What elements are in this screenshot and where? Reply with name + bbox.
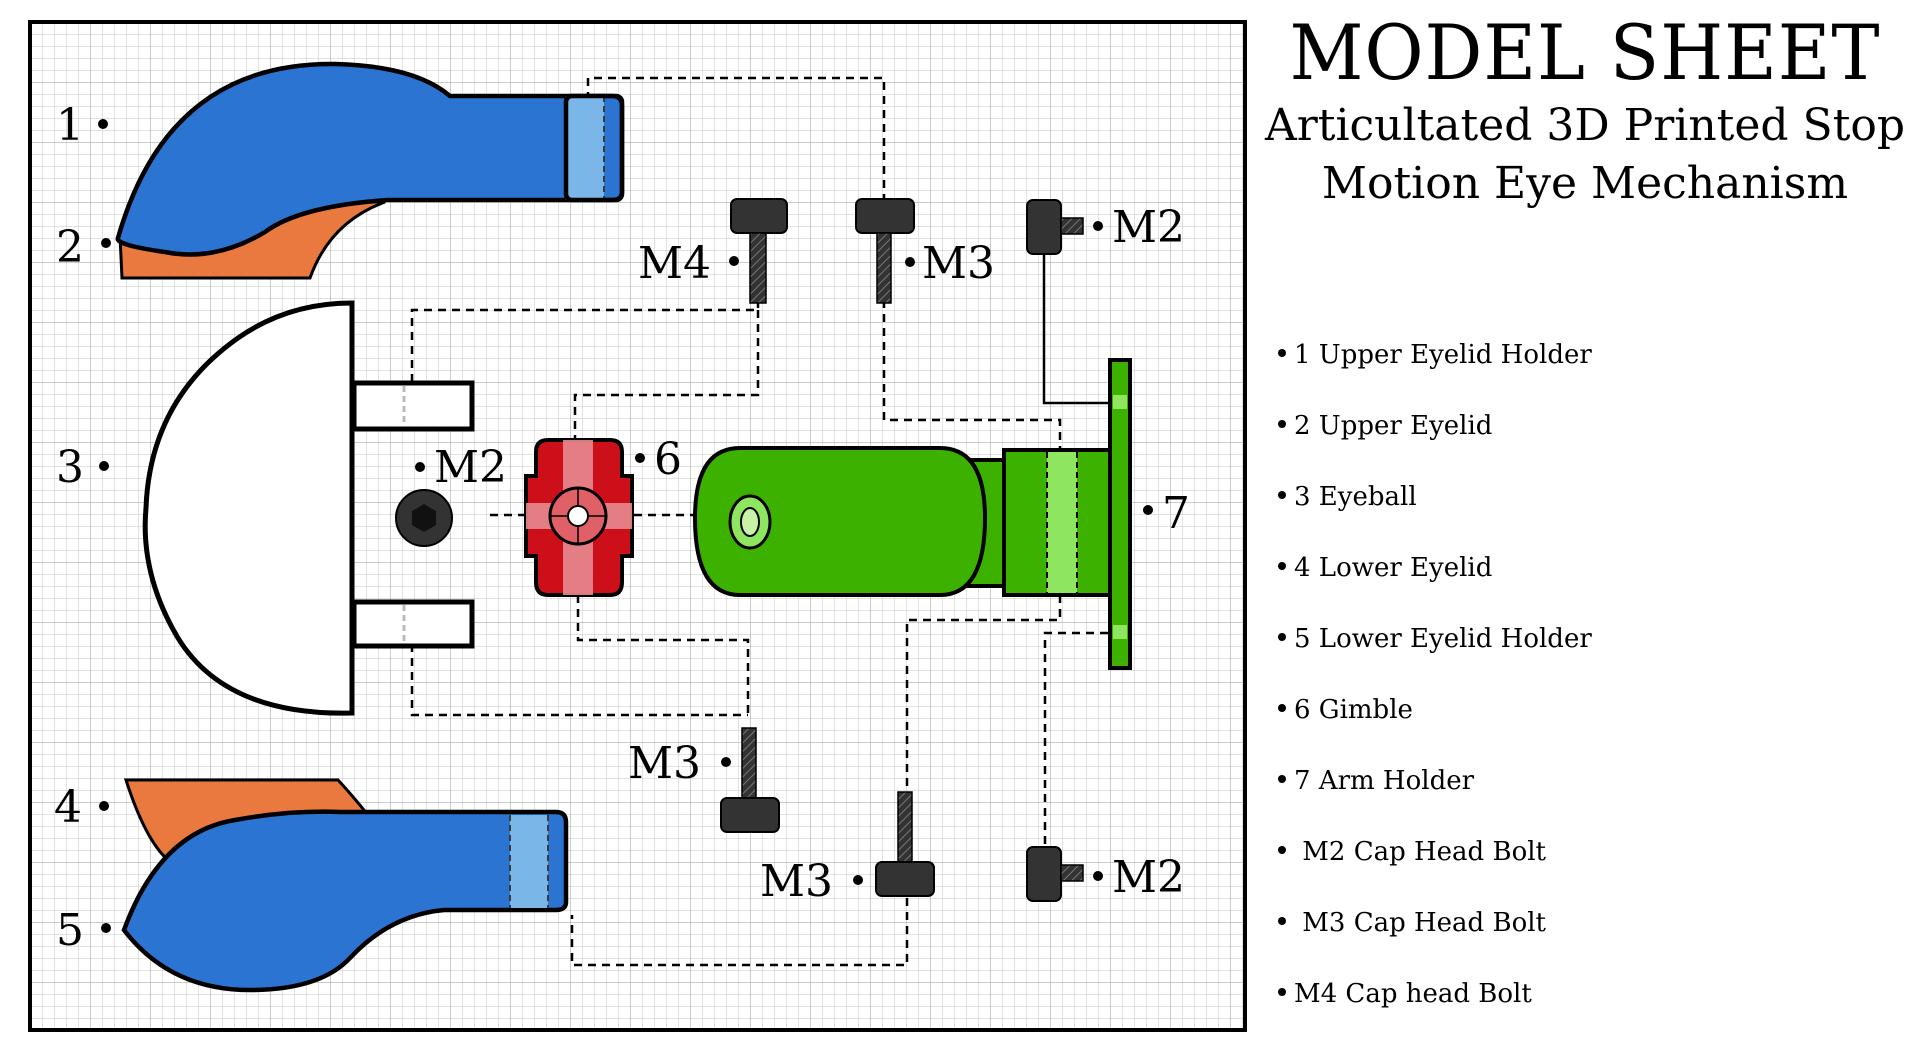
bullet-icon [1278, 988, 1286, 996]
assembly-line-m3-arm [882, 300, 1062, 455]
lower-eyelid-holder [121, 809, 569, 993]
assembly-line-m3-top [586, 76, 886, 200]
bolt-m3-top [855, 198, 915, 304]
lower-holder-insert [510, 815, 548, 908]
gimble [524, 438, 634, 597]
assembly-line-m2-bottom [1043, 631, 1108, 850]
eyeball-pin-top [351, 380, 475, 432]
label-bolt-m2-eyeball: M2 [434, 442, 507, 493]
legend-label: 5 Lower Eyelid Holder [1294, 624, 1592, 654]
eyeball [142, 300, 355, 716]
bolt-m3-bottom-left [720, 727, 780, 833]
label-bolt-m3-bottom-mid: M3 [760, 856, 833, 907]
arm-holder [692, 358, 1132, 670]
legend-item-2: 2 Upper Eyelid [1278, 411, 1492, 441]
legend-label: 4 Lower Eyelid [1294, 553, 1493, 583]
legend-label: 1 Upper Eyelid Holder [1294, 340, 1592, 370]
assembly-line-m2-top [1042, 250, 1110, 405]
legend-item-1: 1 Upper Eyelid Holder [1278, 340, 1592, 370]
assembly-line-eyeball-top [573, 310, 760, 440]
assembly-line-m3-bottom [570, 898, 909, 967]
label-part-6: 6 [654, 434, 682, 485]
label-bolt-m2-top-right: M2 [1112, 202, 1185, 253]
bolt-m2-bottom-right [1026, 846, 1084, 902]
legend-label: M3 Cap Head Bolt [1294, 908, 1546, 938]
bullet-icon [1278, 633, 1286, 641]
legend-label: 6 Gimble [1294, 695, 1413, 725]
upper-holder-insert [566, 96, 604, 200]
bolt-m3-bottom-mid [875, 791, 935, 897]
label-bolt-m2-bottom-right: M2 [1112, 852, 1185, 903]
bolt-m4-top [730, 198, 788, 304]
label-part-3: 3 [56, 442, 84, 493]
bullet-icon [1278, 846, 1286, 854]
label-bolt-m3-bottom-left: M3 [628, 738, 701, 789]
label-part-5: 5 [56, 905, 84, 956]
bolt-m2-top-right [1026, 199, 1084, 255]
label-bolt-m3-top: M3 [922, 238, 995, 289]
bullet-icon [1278, 562, 1286, 570]
legend-item-4: 4 Lower Eyelid [1278, 553, 1492, 583]
bullet-icon [1278, 491, 1286, 499]
callout-dots [98, 119, 1153, 933]
label-bolt-m4-top: M4 [638, 238, 711, 289]
bullet-icon [1278, 775, 1286, 783]
assembly-line-arm-bottom [905, 595, 1062, 800]
legend-label: 2 Upper Eyelid [1294, 411, 1493, 441]
label-part-2: 2 [56, 222, 84, 273]
legend-item-5: 5 Lower Eyelid Holder [1278, 624, 1592, 654]
bullet-icon [1278, 420, 1286, 428]
assembly-line-m4 [410, 300, 760, 388]
assembly-line-gimble-bottom [576, 595, 750, 715]
eyeball-pin-bottom [351, 599, 475, 649]
legend-label: 7 Arm Holder [1294, 766, 1475, 796]
legend-item-m3: M3 Cap Head Bolt [1278, 908, 1546, 938]
legend-item-6: 6 Gimble [1278, 695, 1413, 725]
legend-label: 3 Eyeball [1294, 482, 1417, 512]
legend-item-m2: M2 Cap Head Bolt [1278, 837, 1546, 867]
legend-label: M2 Cap Head Bolt [1294, 837, 1546, 867]
sheet-subtitle-line-1: Articultated 3D Printed Stop [1264, 100, 1906, 151]
label-part-4: 4 [54, 782, 82, 833]
legend-label: M4 Cap head Bolt [1294, 979, 1532, 1009]
label-part-1: 1 [56, 100, 84, 151]
bullet-icon [1278, 349, 1286, 357]
legend-item-3: 3 Eyeball [1278, 482, 1417, 512]
label-part-7: 7 [1162, 488, 1190, 539]
sheet-subtitle-line-2: Motion Eye Mechanism [1321, 158, 1849, 209]
assembly-lines [410, 76, 1108, 967]
legend-item-m4: M4 Cap head Bolt [1278, 979, 1532, 1009]
bullet-icon [1278, 917, 1286, 925]
sheet-title: MODEL SHEET [1289, 8, 1881, 97]
bullet-icon [1278, 704, 1286, 712]
grid-border [28, 20, 1247, 1032]
legend-item-7: 7 Arm Holder [1278, 766, 1474, 796]
assembly-line-eyeball-bottom [410, 630, 748, 717]
